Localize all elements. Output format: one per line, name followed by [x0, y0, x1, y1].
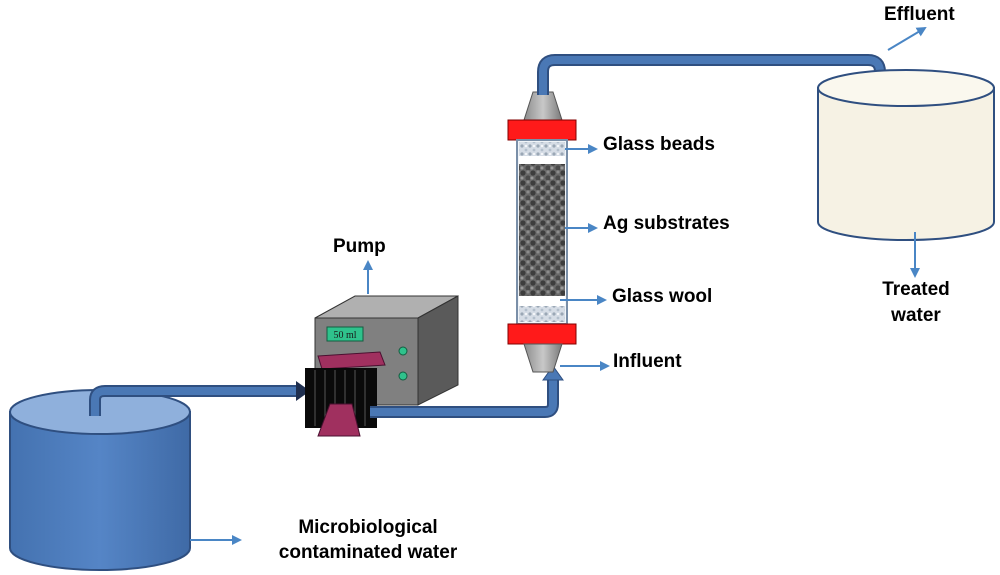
- column-top-cap: [507, 119, 577, 141]
- label-treated-water-line2: water: [891, 305, 941, 326]
- label-contaminated-line2: contaminated water: [278, 542, 458, 563]
- label-effluent: Effluent: [884, 4, 955, 25]
- treated-tank: [817, 69, 995, 241]
- pump-device: 50 ml: [305, 295, 459, 437]
- glass-beads-layer: [519, 142, 565, 156]
- glass-wool-layer: [519, 306, 565, 322]
- source-tank: [9, 389, 191, 571]
- label-glass-beads: Glass beads: [603, 134, 715, 155]
- label-glass-wool: Glass wool: [612, 286, 713, 307]
- pump-knob-bottom: [398, 371, 408, 381]
- label-contaminated-line1: Microbiological: [298, 517, 438, 538]
- ag-substrates-layer: [519, 164, 565, 296]
- column-bottom-cap: [507, 323, 577, 345]
- pump-display-screen: [326, 326, 364, 342]
- inlet-pipe: [89, 381, 310, 416]
- label-treated-water-line1: Treated: [882, 279, 950, 300]
- label-pump: Pump: [333, 236, 386, 257]
- pump-knob-top: [398, 346, 408, 356]
- label-ag-substrates: Ag substrates: [603, 213, 730, 234]
- effluent-arrow: [887, 26, 927, 51]
- filter-column: [507, 91, 577, 373]
- label-arrows: [190, 26, 927, 545]
- pump-display-value: 50 ml: [333, 330, 356, 341]
- column-feed-pipe: [370, 365, 564, 418]
- label-influent: Influent: [613, 351, 682, 372]
